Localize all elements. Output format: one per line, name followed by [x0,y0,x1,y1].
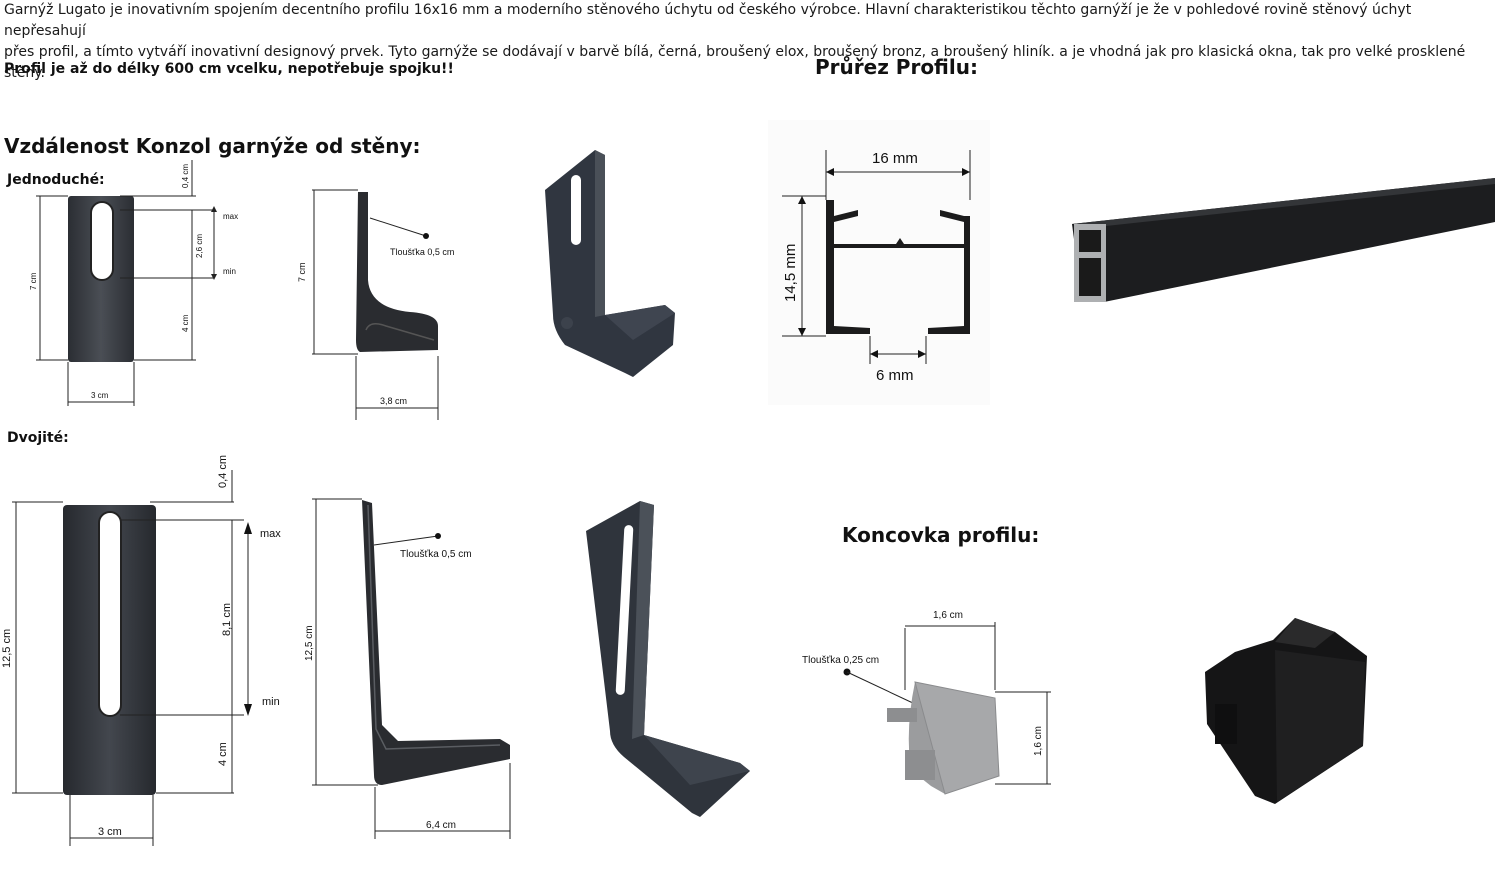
cross-section-diagram: 16 mm 14,5 mm 6 mm [768,120,990,405]
double-max-label: max [260,528,281,540]
cross-section-height-label: 14,5 mm [782,244,799,302]
single-max-label: max [223,212,238,221]
intro-paragraph: Garnýž Lugato je inovativním spojením de… [4,0,1484,84]
profile-photo [1072,178,1495,302]
single-bracket-photo [545,150,675,377]
end-cap-thickness-label: Tloušťka 0,25 cm [802,655,879,666]
end-cap-width-label: 1,6 cm [933,610,963,621]
intro-line-2: přes profil, a tímto vytváří inovativní … [4,44,1466,81]
distance-heading: Vzdálenost Konzol garnýže od stěny: [4,134,421,158]
cross-section-heading: Průřez Profilu: [815,55,978,79]
single-bracket-slot [90,201,114,281]
double-bottom-label: 4 cm [217,742,229,766]
cross-section-opening-label: 6 mm [876,367,914,384]
single-height-label: 7 cm [29,272,38,290]
single-side-diagram: 7 cm Tloušťka 0,5 cm 3,8 cm [297,189,454,420]
double-thickness-label: Tloušťka 0,5 cm [400,549,472,560]
double-slot-label: 8,1 cm [221,603,233,636]
single-side-bracket [356,192,438,352]
single-side-height-label: 7 cm [297,262,307,282]
double-front-diagram: 12,5 cm 0,4 cm 8,1 cm 4 cm max min 3 cm [1,455,281,846]
single-label: Jednoduché: [7,172,105,188]
single-bottom-label: 4 cm [181,314,190,332]
double-bracket-slot [98,511,122,717]
profile-length-note: Profil je až do délky 600 cm vcelku, nep… [4,61,454,77]
double-depth-label: 6,4 cm [426,820,456,831]
single-top-gap-label: 0,4 cm [181,164,190,188]
intro-line-1: Garnýž Lugato je inovativním spojením de… [4,2,1412,39]
double-top-gap-label: 0,4 cm [217,455,229,488]
single-width-label: 3 cm [91,391,109,400]
single-front-diagram: 7 cm 0,4 cm 2,6 cm 4 cm max min 3 cm [29,160,238,406]
single-thickness-label: Tloušťka 0,5 cm [390,247,454,257]
single-slot-label: 2,6 cm [195,234,204,258]
double-bracket-photo [586,501,750,817]
double-width-label: 3 cm [98,826,122,838]
single-depth-label: 3,8 cm [380,396,407,406]
cross-section-width-label: 16 mm [872,150,918,167]
double-height-label: 12,5 cm [1,629,13,668]
double-side-height-label: 12,5 cm [304,625,315,661]
end-cap-photo [1205,618,1367,804]
double-side-bracket [362,500,510,785]
double-label: Dvojité: [7,430,69,446]
single-min-label: min [223,267,236,276]
end-cap-height-label: 1,6 cm [1033,726,1044,756]
end-cap-heading: Koncovka profilu: [842,523,1040,547]
double-min-label: min [262,696,280,708]
double-side-diagram: 12,5 cm Tloušťka 0,5 cm 6,4 cm [304,498,511,839]
end-cap-diagram: 1,6 cm Tloušťka 0,25 cm 1,6 cm [802,610,1051,795]
